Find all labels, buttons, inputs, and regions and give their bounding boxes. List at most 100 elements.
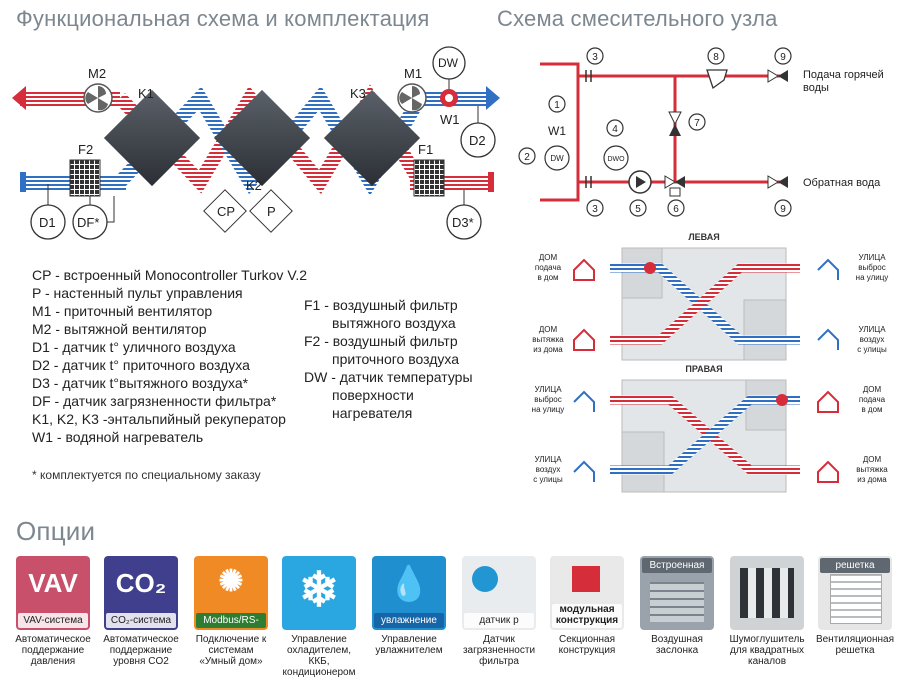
silencer-baffles bbox=[740, 568, 794, 618]
puzzle-icon: модульная конструкция bbox=[550, 556, 624, 630]
legend-item: K1, K2, K3 -энтальпийный рекуператор bbox=[32, 411, 286, 427]
hot-supply-line1: Подача горячей bbox=[803, 69, 884, 81]
right-tr-2: подача bbox=[859, 395, 886, 404]
damper-slats bbox=[650, 582, 704, 622]
orientation-right-title: ПРАВАЯ bbox=[685, 364, 722, 374]
mix-num-8: 8 bbox=[713, 52, 719, 63]
option-cooling[interactable]: ❄ Управление охладителем, ККБ, кондицион… bbox=[282, 556, 360, 678]
label-p: P bbox=[267, 204, 276, 219]
option-co2[interactable]: CO₂ CO₂-система Автоматическое поддержан… bbox=[103, 556, 182, 667]
left-bl-3: из дома bbox=[533, 345, 563, 354]
option-title: VAV bbox=[28, 568, 78, 598]
legend-item: DF - датчик загрязненности фильтра* bbox=[32, 393, 277, 409]
right-bl-2: воздух bbox=[536, 465, 561, 474]
left-br-2: воздух bbox=[860, 335, 885, 344]
option-modbus[interactable]: ✺ Modbus/RS-485 Подключение к системам «… bbox=[194, 556, 272, 667]
option-title: CO₂ bbox=[115, 568, 167, 598]
filter-f2-icon bbox=[69, 159, 101, 197]
label-dw: DW bbox=[438, 56, 459, 70]
mix-num-3-bottom: 3 bbox=[592, 204, 598, 215]
valve-9-bottom-icon bbox=[767, 175, 779, 189]
legend-right: F1 - воздушный фильтр вытяжного воздуха … bbox=[304, 296, 473, 422]
label-cp: CP bbox=[217, 204, 235, 219]
label-k1: K1 bbox=[138, 86, 154, 101]
network-glyph: ✺ bbox=[218, 565, 244, 598]
street-icon bbox=[817, 328, 839, 350]
option-label: Управление охладителем, ККБ, кондиционер… bbox=[282, 634, 356, 678]
legend-item: DW - датчик температуры bbox=[304, 369, 473, 385]
option-label: Автоматическое поддержание давления bbox=[15, 634, 91, 667]
street-icon bbox=[573, 460, 595, 482]
legend-item: W1 - водяной нагреватель bbox=[32, 429, 204, 445]
option-caption: датчик p bbox=[464, 613, 534, 628]
option-grille[interactable]: решетка Вентиляционная решетка bbox=[816, 556, 896, 656]
sensor-device-icon: датчик p bbox=[462, 556, 536, 630]
legend-left: CP - встроенный Monocontroller Turkov V.… bbox=[32, 266, 307, 446]
home-icon bbox=[817, 390, 839, 413]
left-bl-1: ДОМ bbox=[539, 325, 558, 334]
damper-icon: Встроенная bbox=[640, 556, 714, 630]
right-tr-1: ДОМ bbox=[863, 385, 882, 394]
option-modular[interactable]: модульная конструкция Секционная констру… bbox=[550, 556, 628, 656]
label-d3: D3* bbox=[452, 215, 474, 230]
option-label: Управление увлажнителем bbox=[375, 634, 443, 656]
mix-num-2: 2 bbox=[524, 152, 530, 163]
label-k3: K3 bbox=[350, 86, 366, 101]
option-label: Вентиляционная решетка bbox=[815, 634, 895, 656]
right-bl-1: УЛИЦА bbox=[534, 455, 562, 464]
legend-item: D2 - датчик t° приточного воздуха bbox=[32, 357, 250, 373]
legend-item: нагревателя bbox=[332, 405, 413, 421]
silencer-icon bbox=[730, 556, 804, 630]
left-tl-2: подача bbox=[535, 263, 562, 272]
right-tl-2: выброс bbox=[534, 395, 561, 404]
street-icon bbox=[573, 390, 595, 412]
orientation-left-title: ЛЕВАЯ bbox=[688, 232, 719, 242]
left-br-3: с улицы bbox=[857, 345, 887, 354]
option-caption: CO₂-система bbox=[106, 613, 176, 628]
option-damper[interactable]: Встроенная Воздушная заслонка bbox=[640, 556, 718, 656]
mix-num-5: 5 bbox=[635, 204, 641, 215]
fan-m1-icon bbox=[397, 83, 427, 113]
left-tr-3: на улицу bbox=[856, 273, 889, 282]
right-tl-3: на улицу bbox=[532, 405, 565, 414]
legend-item: вытяжного воздуха bbox=[332, 315, 456, 331]
valve-9-top-icon bbox=[767, 69, 779, 83]
panel-p bbox=[249, 189, 293, 233]
gauge-shape bbox=[472, 566, 498, 592]
left-tl-1: ДОМ bbox=[539, 253, 558, 262]
label-w1: W1 bbox=[440, 112, 460, 127]
right-tl-1: УЛИЦА bbox=[534, 385, 562, 394]
legend-item: M2 - вытяжной вентилятор bbox=[32, 321, 207, 337]
option-label: Датчик загрязненности фильтра bbox=[462, 634, 536, 667]
legend-item: D3 - датчик t°вытяжного воздуха* bbox=[32, 375, 249, 391]
legend-item: поверхности bbox=[332, 387, 414, 403]
label-df: DF* bbox=[77, 215, 99, 230]
functional-scheme-title: Функциональная схема и комплектация bbox=[16, 6, 430, 31]
check-valve-7-icon bbox=[668, 111, 682, 126]
snowflake-glyph: ❄ bbox=[298, 564, 340, 617]
left-tr-2: выброс bbox=[858, 263, 885, 272]
option-label: Шумоглушитель для квадратных каналов bbox=[729, 634, 805, 667]
option-humidify[interactable]: 💧 увлажнение Управление увлажнителем bbox=[372, 556, 450, 656]
option-silencer[interactable]: Шумоглушитель для квадратных каналов bbox=[729, 556, 808, 667]
filter-f1-icon bbox=[413, 159, 445, 197]
option-caption: Modbus/RS-485 bbox=[196, 613, 266, 628]
mix-dwo-label: DWO bbox=[607, 156, 625, 163]
mixing-diagram: 1 2 3 3 4 5 6 7 8 9 9 W1 DW DWO Подача г… bbox=[518, 47, 884, 217]
option-label: Подключение к системам «Умный дом» bbox=[195, 634, 267, 667]
label-d2: D2 bbox=[469, 133, 486, 148]
legend-item: CP - встроенный Monocontroller Turkov V.… bbox=[32, 267, 308, 283]
orientation-right: ПРАВАЯ УЛИЦА выброс на улицу ДОМ подача … bbox=[532, 364, 888, 493]
recuperator-k3 bbox=[323, 89, 421, 187]
option-caption: Встроенная bbox=[642, 558, 712, 573]
option-label: Автоматическое поддержание уровня CO2 bbox=[103, 634, 179, 667]
legend-item: D1 - датчик t° уличного воздуха bbox=[32, 339, 236, 355]
right-br-2: вытяжка bbox=[856, 465, 888, 474]
option-vav[interactable]: VAV VAV-система Автоматическое поддержан… bbox=[15, 556, 94, 667]
mix-num-3-top: 3 bbox=[592, 52, 598, 63]
right-tr-3: в дом bbox=[861, 405, 882, 414]
mix-w1-label: W1 bbox=[548, 124, 566, 138]
mix-num-9-top: 9 bbox=[780, 52, 786, 63]
option-pressure-sensor[interactable]: датчик p Датчик загрязненности фильтра bbox=[462, 556, 540, 667]
home-icon bbox=[573, 328, 595, 351]
